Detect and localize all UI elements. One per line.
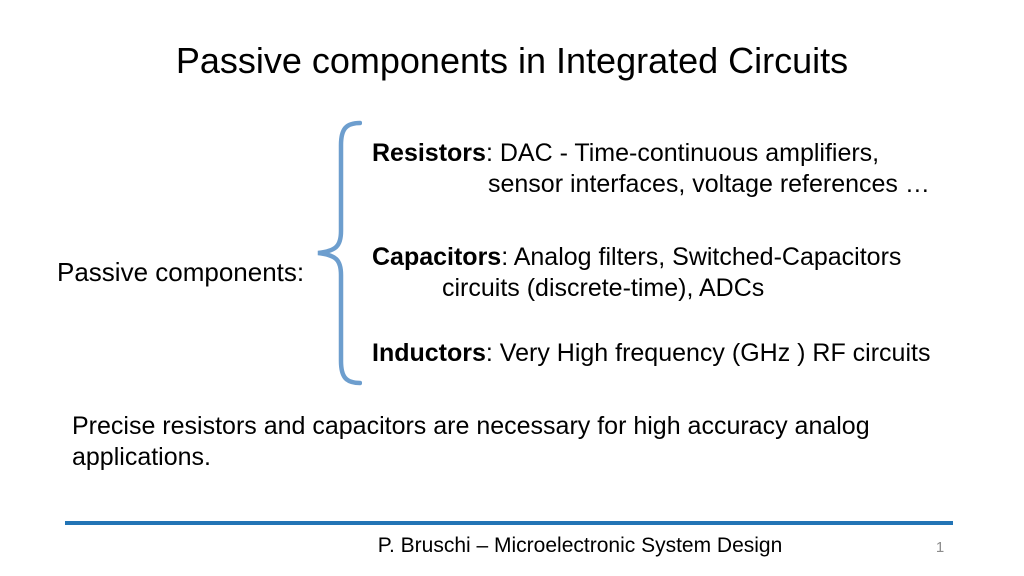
page-number: 1 [935, 539, 945, 556]
entry-description-line: Inductors: Very High frequency (GHz ) RF… [372, 338, 930, 369]
left-brace-icon [317, 120, 362, 386]
entry-description-line: circuits (discrete-time), ADCs [442, 274, 765, 302]
entry-description-line: Resistors: DAC - Time-continuous amplifi… [372, 138, 930, 169]
note-text: Precise resistors and capacitors are nec… [72, 411, 870, 473]
entry-description: : DAC - Time-continuous amplifiers, [485, 139, 880, 167]
slide-title: Passive components in Integrated Circuit… [175, 40, 849, 81]
passive-components-label: Passive components: [57, 257, 305, 287]
entry-description: : Analog filters, Switched-Capacitors [501, 243, 902, 271]
component-entry-capacitors: Capacitors: Analog filters, Switched-Cap… [372, 242, 901, 304]
entry-term: Resistors [372, 139, 486, 167]
entry-term: Capacitors [372, 243, 502, 271]
note-line: applications. [72, 443, 211, 471]
footer-divider-line [65, 521, 953, 525]
entry-description: : Very High frequency (GHz ) RF circuits [485, 339, 931, 367]
entry-description-line: Capacitors: Analog filters, Switched-Cap… [372, 242, 901, 273]
entry-term: Inductors [372, 339, 486, 367]
footer-text: P. Bruschi – Microelectronic System Desi… [377, 534, 783, 557]
component-entry-resistors: Resistors: DAC - Time-continuous amplifi… [372, 138, 930, 200]
component-entry-inductors: Inductors: Very High frequency (GHz ) RF… [372, 338, 930, 369]
note-line: Precise resistors and capacitors are nec… [72, 412, 870, 440]
entry-description-line: sensor interfaces, voltage references … [488, 170, 930, 198]
